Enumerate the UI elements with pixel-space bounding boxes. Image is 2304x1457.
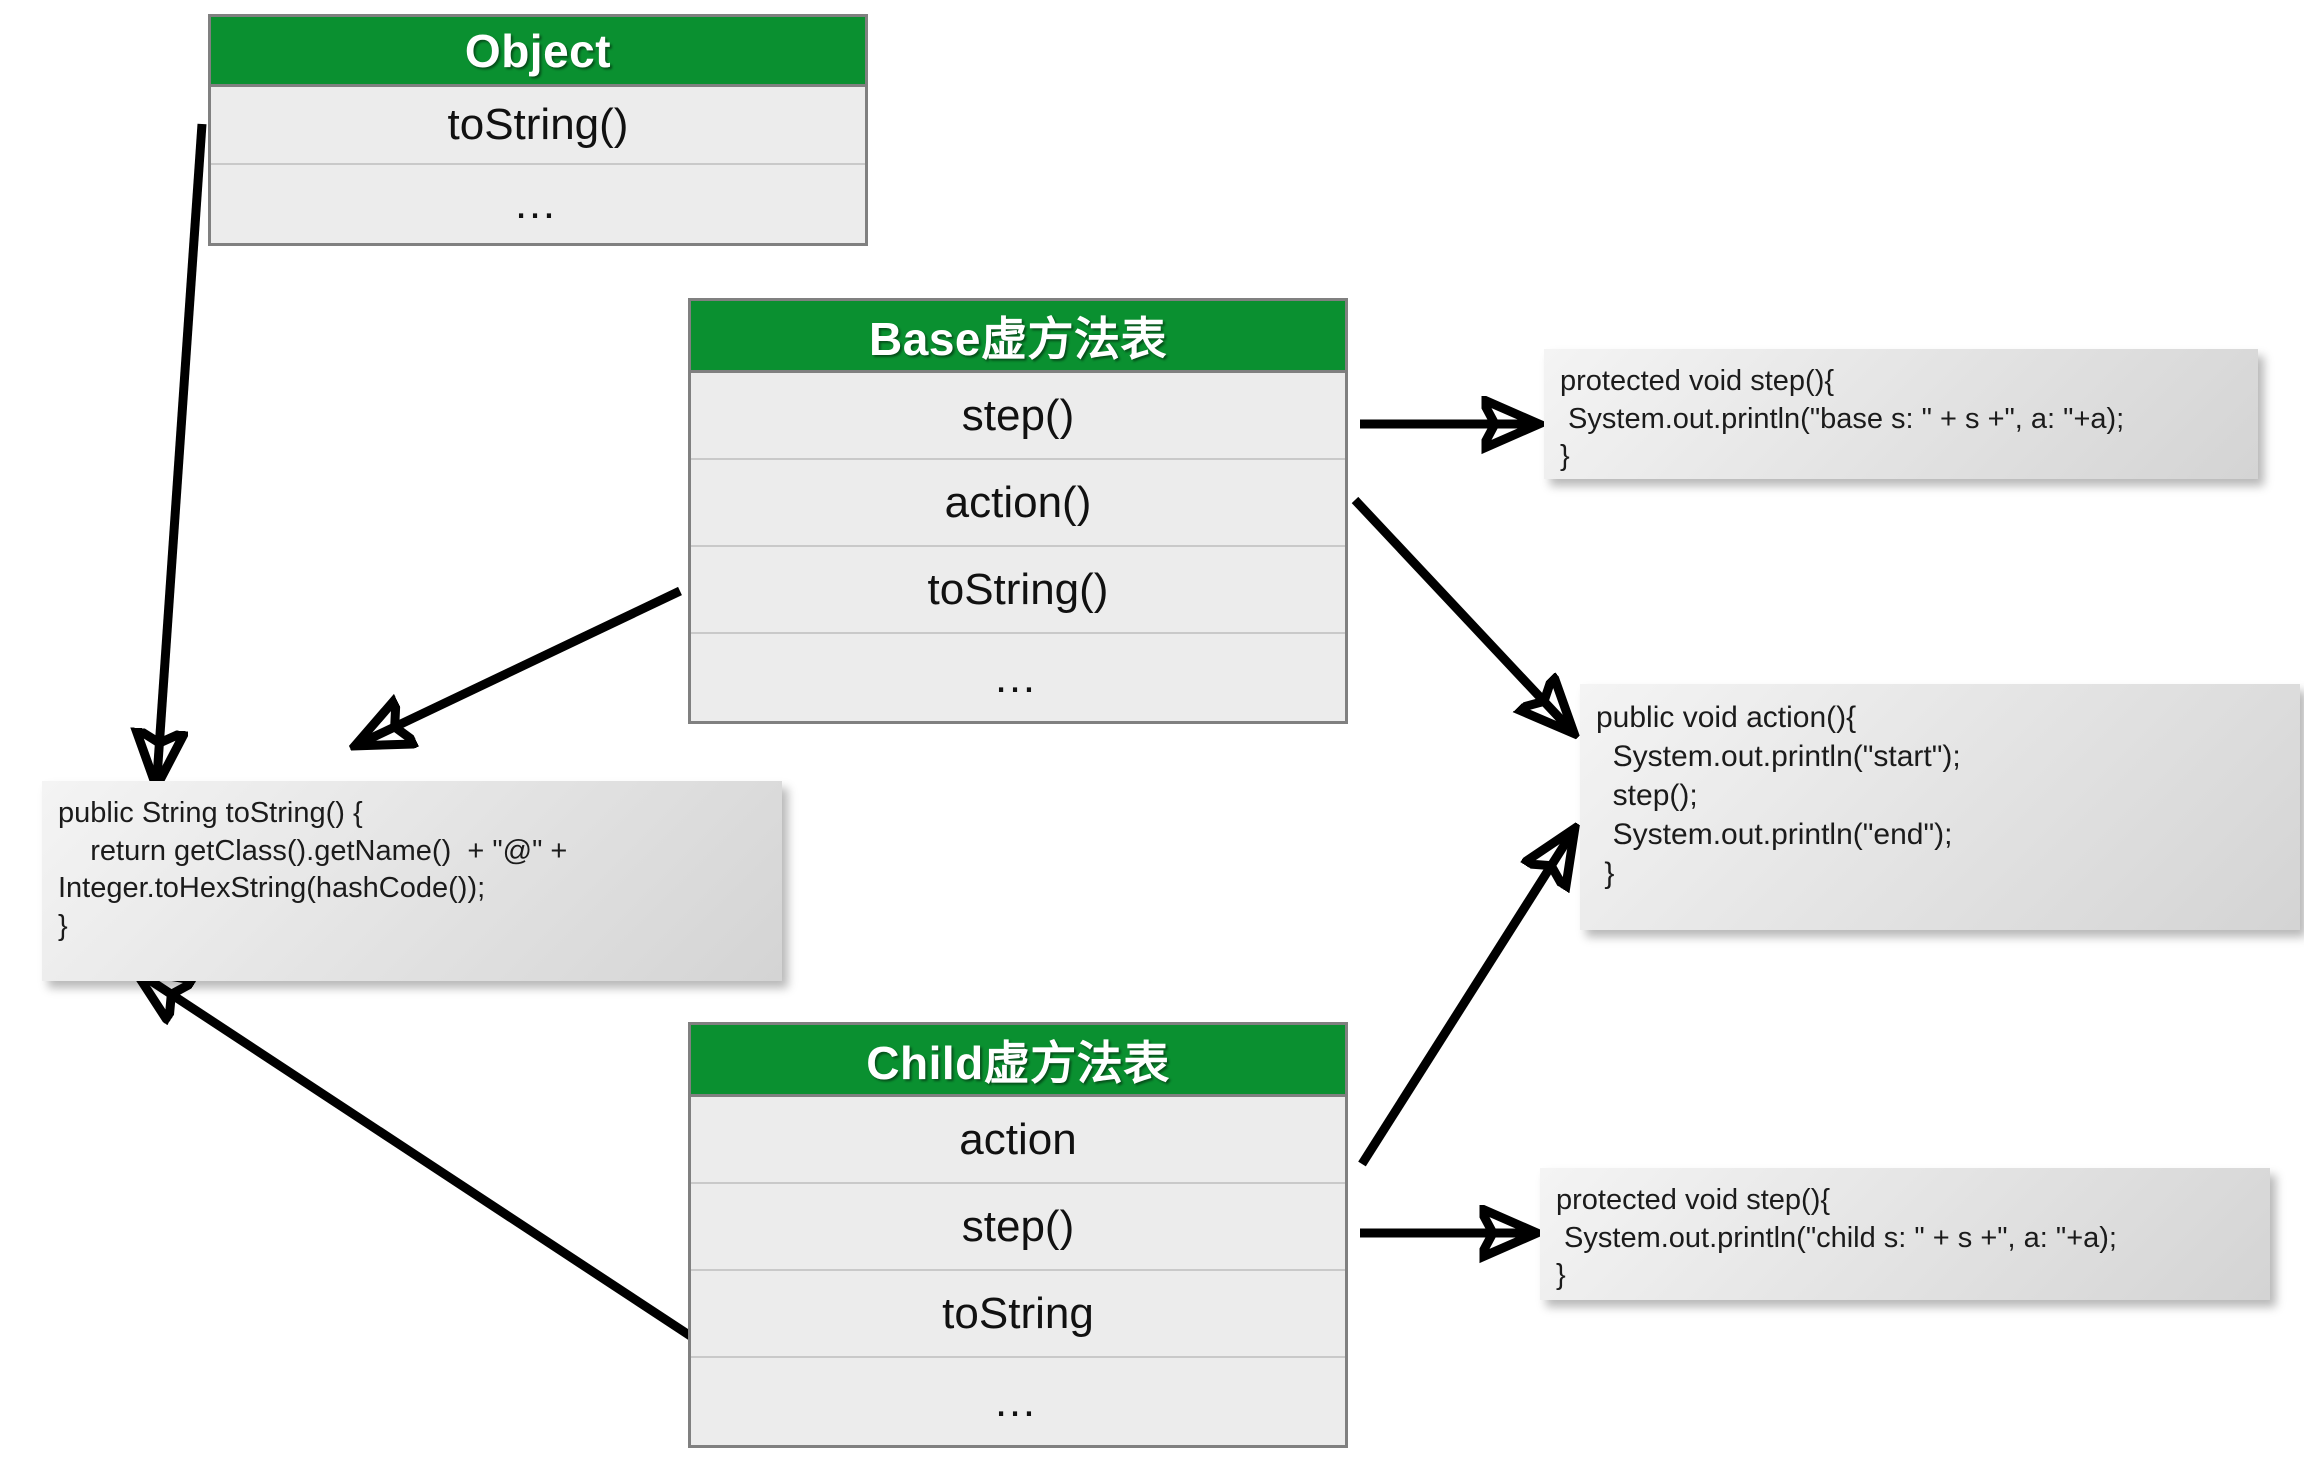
object-vtable-row-ellipsis: … bbox=[211, 165, 865, 243]
arrow-base-tostring-to-code bbox=[363, 586, 682, 742]
arrow-base-action-to-code bbox=[1351, 496, 1568, 727]
object-vtable: Object toString() … bbox=[208, 14, 868, 246]
child-vtable-row-ellipsis: … bbox=[691, 1358, 1345, 1445]
base-vtable-row-step: step() bbox=[691, 373, 1345, 460]
arrow-child-action-to-code bbox=[1358, 836, 1570, 1167]
base-vtable-header: Base虚方法表 bbox=[691, 301, 1345, 373]
object-vtable-row-tostring: toString() bbox=[211, 87, 865, 165]
code-box-tostring: public String toString() { return getCla… bbox=[42, 781, 782, 981]
base-vtable: Base虚方法表 step() action() toString() … bbox=[688, 298, 1348, 724]
child-vtable-row-action: action bbox=[691, 1097, 1345, 1184]
child-vtable: Child虚方法表 action step() toString … bbox=[688, 1022, 1348, 1448]
code-box-base-step: protected void step(){ System.out.printl… bbox=[1544, 349, 2258, 479]
arrow-child-tostring-to-code bbox=[142, 975, 695, 1341]
base-vtable-row-action: action() bbox=[691, 460, 1345, 547]
code-box-child-step: protected void step(){ System.out.printl… bbox=[1540, 1168, 2270, 1300]
object-vtable-header: Object bbox=[211, 17, 865, 87]
child-vtable-row-step: step() bbox=[691, 1184, 1345, 1271]
code-box-action: public void action(){ System.out.println… bbox=[1580, 684, 2300, 930]
arrow-object-tostring-to-code bbox=[157, 123, 207, 778]
base-vtable-row-ellipsis: … bbox=[691, 634, 1345, 721]
child-vtable-row-tostring: toString bbox=[691, 1271, 1345, 1358]
child-vtable-header: Child虚方法表 bbox=[691, 1025, 1345, 1097]
base-vtable-row-tostring: toString() bbox=[691, 547, 1345, 634]
